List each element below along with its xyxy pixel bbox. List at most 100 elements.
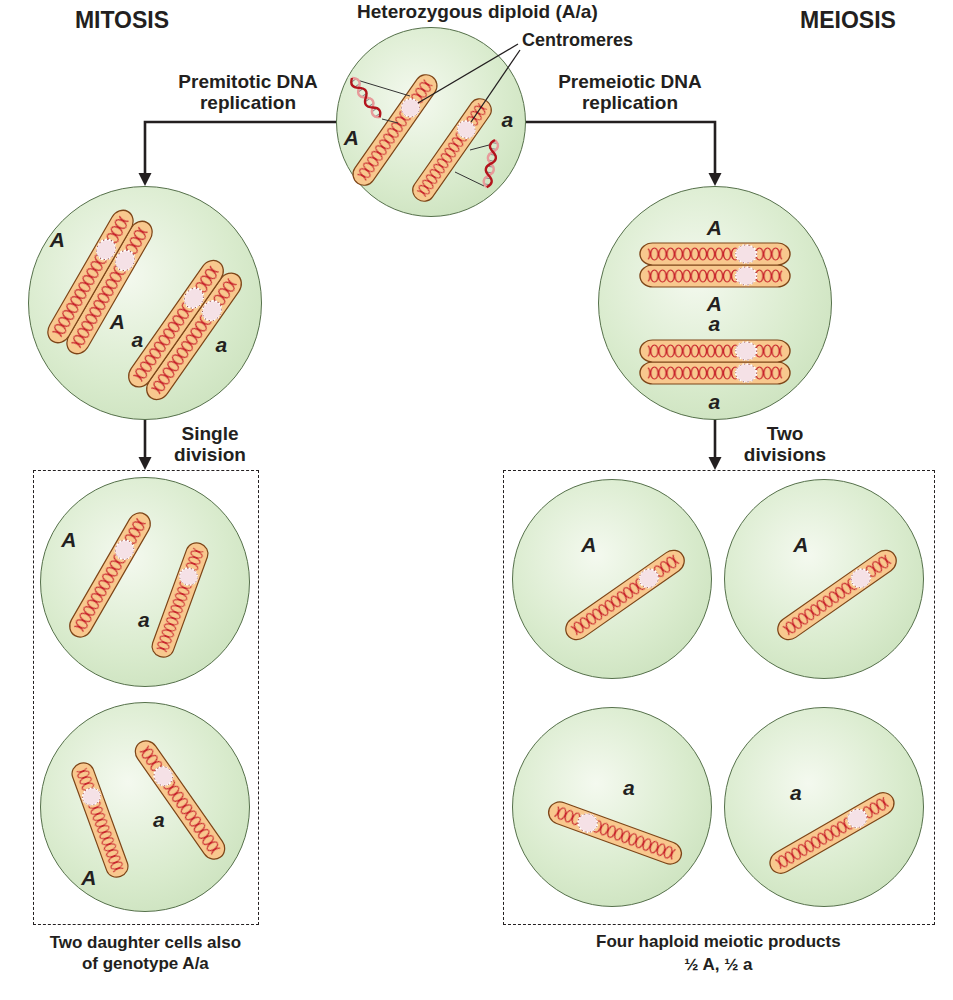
replicated-chromosome <box>640 340 790 384</box>
allele-label-holder: a <box>153 808 165 829</box>
box-caption-holder: ½ A, ½ a <box>684 955 752 975</box>
haploid-cell: A <box>724 479 924 679</box>
haploid-cell: a <box>512 707 712 907</box>
allele-label-holder: A <box>50 229 65 250</box>
allele-label-holder: a <box>709 313 721 334</box>
connector <box>709 420 722 470</box>
connector-line <box>526 122 715 176</box>
haploid-cell: a <box>724 707 924 907</box>
connector-line <box>714 420 717 460</box>
allele-label: a <box>153 808 165 829</box>
section-heading-holder: MITOSIS <box>75 8 169 33</box>
allele-label: a <box>790 781 802 802</box>
zoom-line <box>470 145 489 150</box>
dna-helix <box>349 76 383 120</box>
allele-label: A <box>110 311 125 332</box>
box-caption: Four haploid meiotic products <box>592 932 844 952</box>
section-heading: MEIOSIS <box>800 8 896 33</box>
section-heading-holder: MEIOSIS <box>800 8 896 33</box>
chromosome <box>69 760 131 880</box>
arrow-head <box>139 457 152 470</box>
allele-label-holder: A <box>581 533 596 554</box>
edge-label: Single division <box>165 424 255 466</box>
connector-line <box>145 122 336 176</box>
edge-label-holder: Single division <box>165 424 255 466</box>
allele-label: a <box>709 313 721 334</box>
allele-label: A <box>793 533 808 554</box>
leader-line <box>418 44 518 103</box>
products-box: Two daughter cells also of genotype A/aA… <box>33 470 259 925</box>
edge-label-holder: Premitotic DNA replication <box>172 72 324 114</box>
allele-label: a <box>138 608 150 629</box>
allele-label-holder: A <box>707 217 722 238</box>
allele-label-holder: A <box>344 127 359 148</box>
allele-label-holder: A <box>707 293 722 314</box>
arrow-head <box>709 457 722 470</box>
chromosome <box>545 799 684 868</box>
box-caption-holder: Two daughter cells also of genotype A/a <box>45 933 245 974</box>
replicated-cell: A Aa a <box>28 186 262 420</box>
callout-label-holder: Centromeres <box>522 30 633 52</box>
leader-line <box>471 50 520 122</box>
edge-label-holder: Premeiotic DNA replication <box>554 72 706 114</box>
connector <box>526 122 722 186</box>
box-caption-holder: Four haploid meiotic products <box>592 932 844 952</box>
daughter-cell: aA <box>40 702 250 912</box>
allele-label-holder: a <box>502 109 514 130</box>
arrow-head <box>139 173 152 186</box>
allele-label: A <box>581 533 596 554</box>
box-caption: ½ A, ½ a <box>684 955 752 975</box>
chromosome <box>766 788 898 877</box>
edge-label: Two divisions <box>735 424 835 466</box>
allele-label-holder: A <box>110 311 125 332</box>
edge-label-holder: Two divisions <box>735 424 835 466</box>
allele-label-holder: A <box>793 533 808 554</box>
allele-label-holder: a <box>138 608 150 629</box>
allele-label: a <box>502 109 514 130</box>
connector-line <box>144 420 147 460</box>
allele-label-holder: A <box>81 866 96 887</box>
allele-label: A <box>344 127 359 148</box>
allele-label: a <box>132 329 144 350</box>
allele-label: A <box>50 229 65 250</box>
chromosome <box>349 70 442 189</box>
chromosome <box>149 540 211 660</box>
cell-title: Heterozygous diploid (A/a) <box>357 1 598 23</box>
allele-label: a <box>216 334 228 355</box>
zoom-line <box>357 80 410 96</box>
daughter-cell: Aa <box>40 477 250 687</box>
allele-label-holder: a <box>623 776 635 797</box>
replicated-chromosome <box>124 256 246 404</box>
allele-label-holder: a <box>132 329 144 350</box>
allele-label-holder: A <box>61 528 76 549</box>
chromosome <box>131 736 229 863</box>
haploid-cell: A <box>512 479 712 679</box>
allele-label-holder: a <box>216 334 228 355</box>
chromosome <box>409 95 496 206</box>
callout-label: Centromeres <box>522 30 633 52</box>
zoom-line <box>382 119 398 123</box>
arrow-head <box>709 173 722 186</box>
edge-label: Premitotic DNA replication <box>172 72 324 114</box>
allele-label: A <box>61 528 76 549</box>
allele-label: A <box>707 293 722 314</box>
allele-label-holder: a <box>709 391 721 412</box>
edge-label: Premeiotic DNA replication <box>554 72 706 114</box>
allele-label: A <box>707 217 722 238</box>
connector <box>139 420 152 470</box>
zoom-line <box>455 172 484 186</box>
products-box: Four haploid meiotic products½ A, ½ aAAa… <box>503 470 935 925</box>
chromosome <box>65 509 154 641</box>
allele-label: A <box>81 866 96 887</box>
replicated-chromosome <box>640 243 790 287</box>
section-heading: MITOSIS <box>75 8 169 33</box>
cell-title-holder: Heterozygous diploid (A/a) <box>357 1 598 23</box>
allele-label: a <box>709 391 721 412</box>
allele-label-holder: a <box>790 781 802 802</box>
chromosome <box>561 546 688 644</box>
box-caption: Two daughter cells also of genotype A/a <box>45 933 245 974</box>
connector <box>139 122 337 186</box>
diploid-cell: Heterozygous diploid (A/a)Aa <box>336 27 526 217</box>
